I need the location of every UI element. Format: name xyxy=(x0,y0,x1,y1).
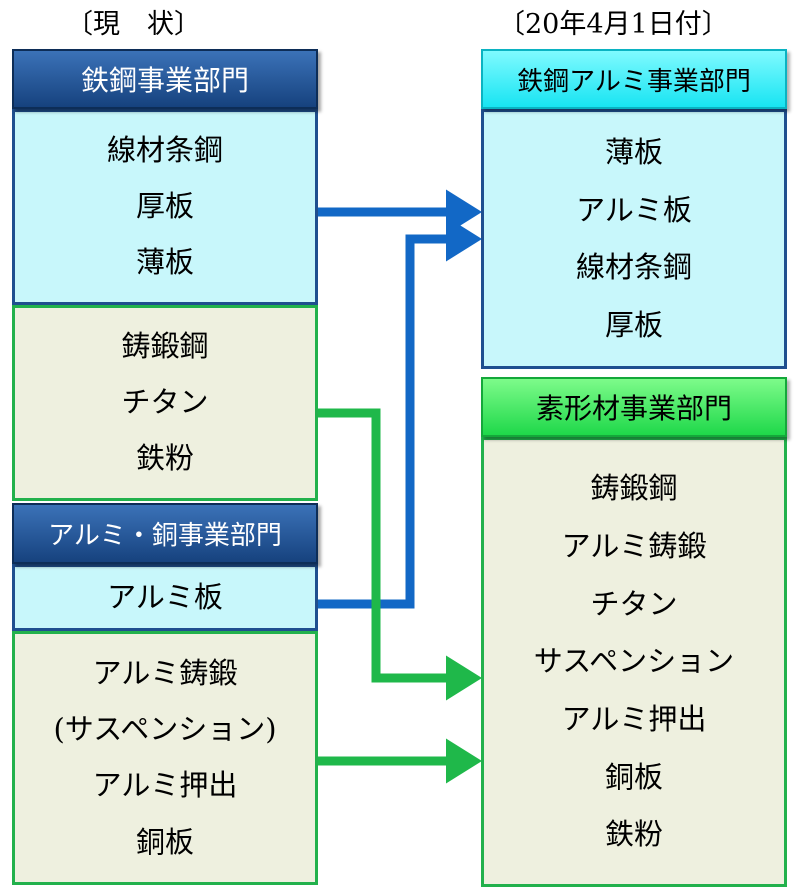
steel-aluminium-dept-title: 鉄鋼アルミ事業部門 xyxy=(481,49,787,109)
product-item: 銅板 xyxy=(135,824,194,859)
product-item: チタン xyxy=(121,385,209,420)
product-item: 鉄粉 xyxy=(135,441,194,476)
product-item: 鋳鍛鋼 xyxy=(590,471,678,506)
product-item: 銅板 xyxy=(604,759,663,794)
alcu-dept-title: アルミ・銅事業部門 xyxy=(12,503,318,564)
product-item: 鉄粉 xyxy=(604,817,663,852)
arrow-aluminium-sheet-to-steel-aluminium xyxy=(318,216,482,609)
product-item: 厚板 xyxy=(135,189,194,224)
product-item: 厚板 xyxy=(604,307,663,342)
product-item: (サスペンション) xyxy=(53,712,277,747)
materials-dept-title: 素形材事業部門 xyxy=(481,377,787,437)
product-item: アルミ押出 xyxy=(561,701,707,736)
steel-aluminium-dept-products: 薄板 アルミ板 線材条鋼 厚板 xyxy=(481,109,787,369)
product-item: 線材条鋼 xyxy=(575,250,692,285)
steel-dept-title: 鉄鋼事業部門 xyxy=(12,49,318,109)
steel-dept-blue-products: 線材条鋼 厚板 薄板 xyxy=(12,109,318,305)
product-item: 鋳鍛鋼 xyxy=(121,329,209,364)
alcu-dept-green-products: アルミ鋳鍛 (サスペンション) アルミ押出 銅板 xyxy=(12,631,318,885)
arrow-castings-to-materials xyxy=(318,408,482,701)
product-item: 薄板 xyxy=(135,245,194,280)
product-item: サスペンション xyxy=(533,644,735,679)
product-item: 線材条鋼 xyxy=(106,133,223,168)
product-item: アルミ板 xyxy=(107,579,223,614)
future-date-label: 〔20年4月1日付〕 xyxy=(498,9,729,40)
product-item: アルミ押出 xyxy=(92,768,238,803)
product-item: アルミ鋳鍛 xyxy=(92,655,238,690)
product-item: アルミ板 xyxy=(576,192,692,227)
steel-dept-green-products: 鋳鍛鋼 チタン 鉄粉 xyxy=(12,305,318,501)
product-item: 薄板 xyxy=(604,135,663,170)
product-item: チタン xyxy=(590,586,678,621)
materials-dept-products: 鋳鍛鋼 アルミ鋳鍛 チタン サスペンション アルミ押出 銅板 鉄粉 xyxy=(481,437,787,887)
alcu-dept-blue-products: アルミ板 xyxy=(12,564,318,631)
product-item: アルミ鋳鍛 xyxy=(561,528,707,563)
current-label: 〔現 状〕 xyxy=(66,9,201,40)
